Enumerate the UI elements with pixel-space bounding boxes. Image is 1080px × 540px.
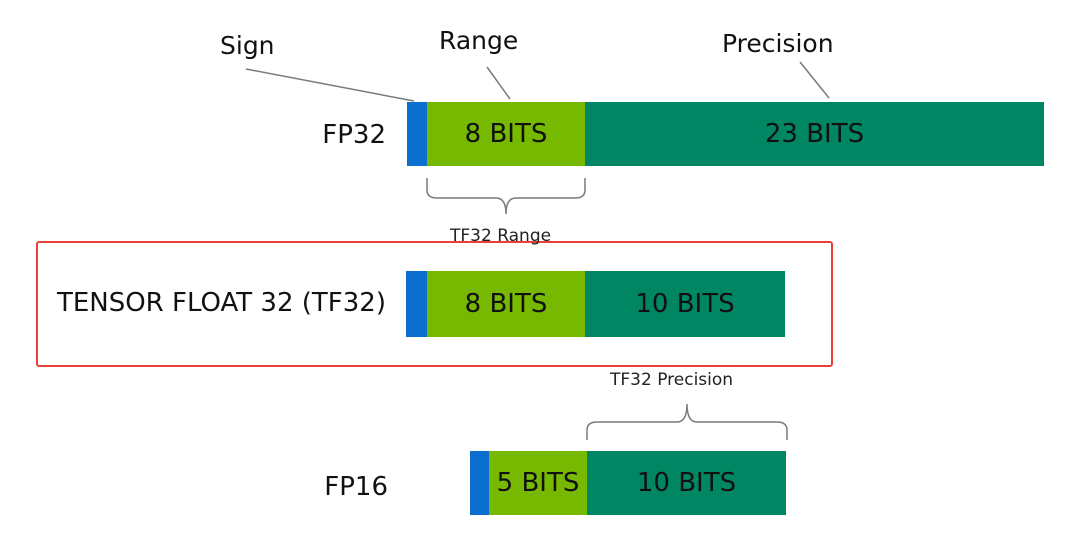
precision-leader-line [799,61,830,99]
tf32-range-brace-label: TF32 Range [450,226,552,246]
tf32-range-bits: 8 BITS [464,289,548,319]
range-leader-line [486,66,511,100]
tf32-sign-segment [406,271,427,337]
fp16-sign-segment [470,451,489,515]
fp32-sign-segment [407,102,427,166]
fp32-range-bits: 8 BITS [464,119,548,149]
tf32-precision-brace-label: TF32 Precision [610,370,734,390]
fp16-range-bits: 5 BITS [496,468,580,498]
tf32-precision-brace [586,403,788,440]
fp32-precision-segment: 23 BITS [585,102,1044,166]
sign-annotation-label: Sign [220,31,275,60]
fp32-range-segment: 8 BITS [427,102,585,166]
sign-leader-line [245,68,415,102]
tf32-precision-bits: 10 BITS [635,289,735,319]
fp16-range-segment: 5 BITS [489,451,587,515]
tf32-precision-segment: 10 BITS [585,271,785,337]
fp16-precision-segment: 10 BITS [587,451,786,515]
fp16-precision-bits: 10 BITS [636,468,737,498]
tf32-range-segment: 8 BITS [427,271,585,337]
tf32-highlight-box [36,241,833,367]
tf32-label: TENSOR FLOAT 32 (TF32) [56,288,386,318]
fp32-precision-bits: 23 BITS [764,119,865,149]
fp16-label: FP16 [324,472,388,502]
precision-annotation-label: Precision [722,29,834,58]
fp32-label: FP32 [322,120,386,150]
range-annotation-label: Range [439,26,519,55]
tf32-range-brace [426,178,586,215]
